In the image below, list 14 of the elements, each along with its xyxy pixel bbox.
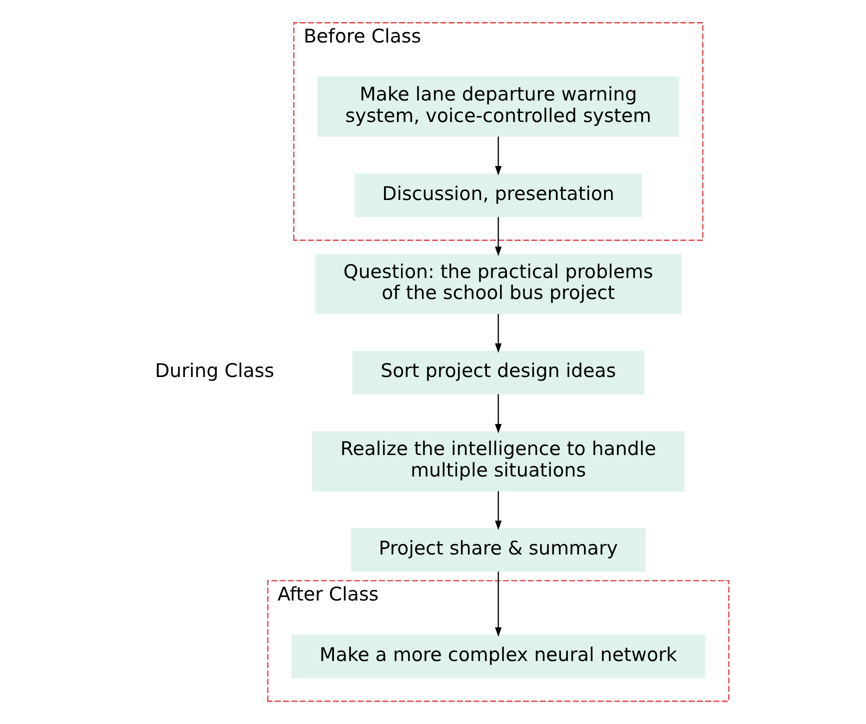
arrow xyxy=(495,572,502,637)
node-box: Make a more complex neural network xyxy=(291,634,706,678)
arrow xyxy=(495,216,502,256)
node-box: Make lane departure warning system, voice-controlled system xyxy=(317,76,680,137)
arrow xyxy=(495,314,502,353)
node-box: Project share & summary xyxy=(351,528,646,572)
arrow xyxy=(495,491,502,530)
node-box: Question: the practical problems of the school bus project xyxy=(315,254,682,314)
label: During Class xyxy=(154,360,274,382)
node-box: Discussion, presentation xyxy=(354,173,642,218)
node-box: Sort project design ideas xyxy=(352,350,644,394)
node-box: Realize the intelligence to handle multiple situations xyxy=(312,431,684,492)
arrow xyxy=(495,394,502,434)
arrow xyxy=(495,136,502,176)
